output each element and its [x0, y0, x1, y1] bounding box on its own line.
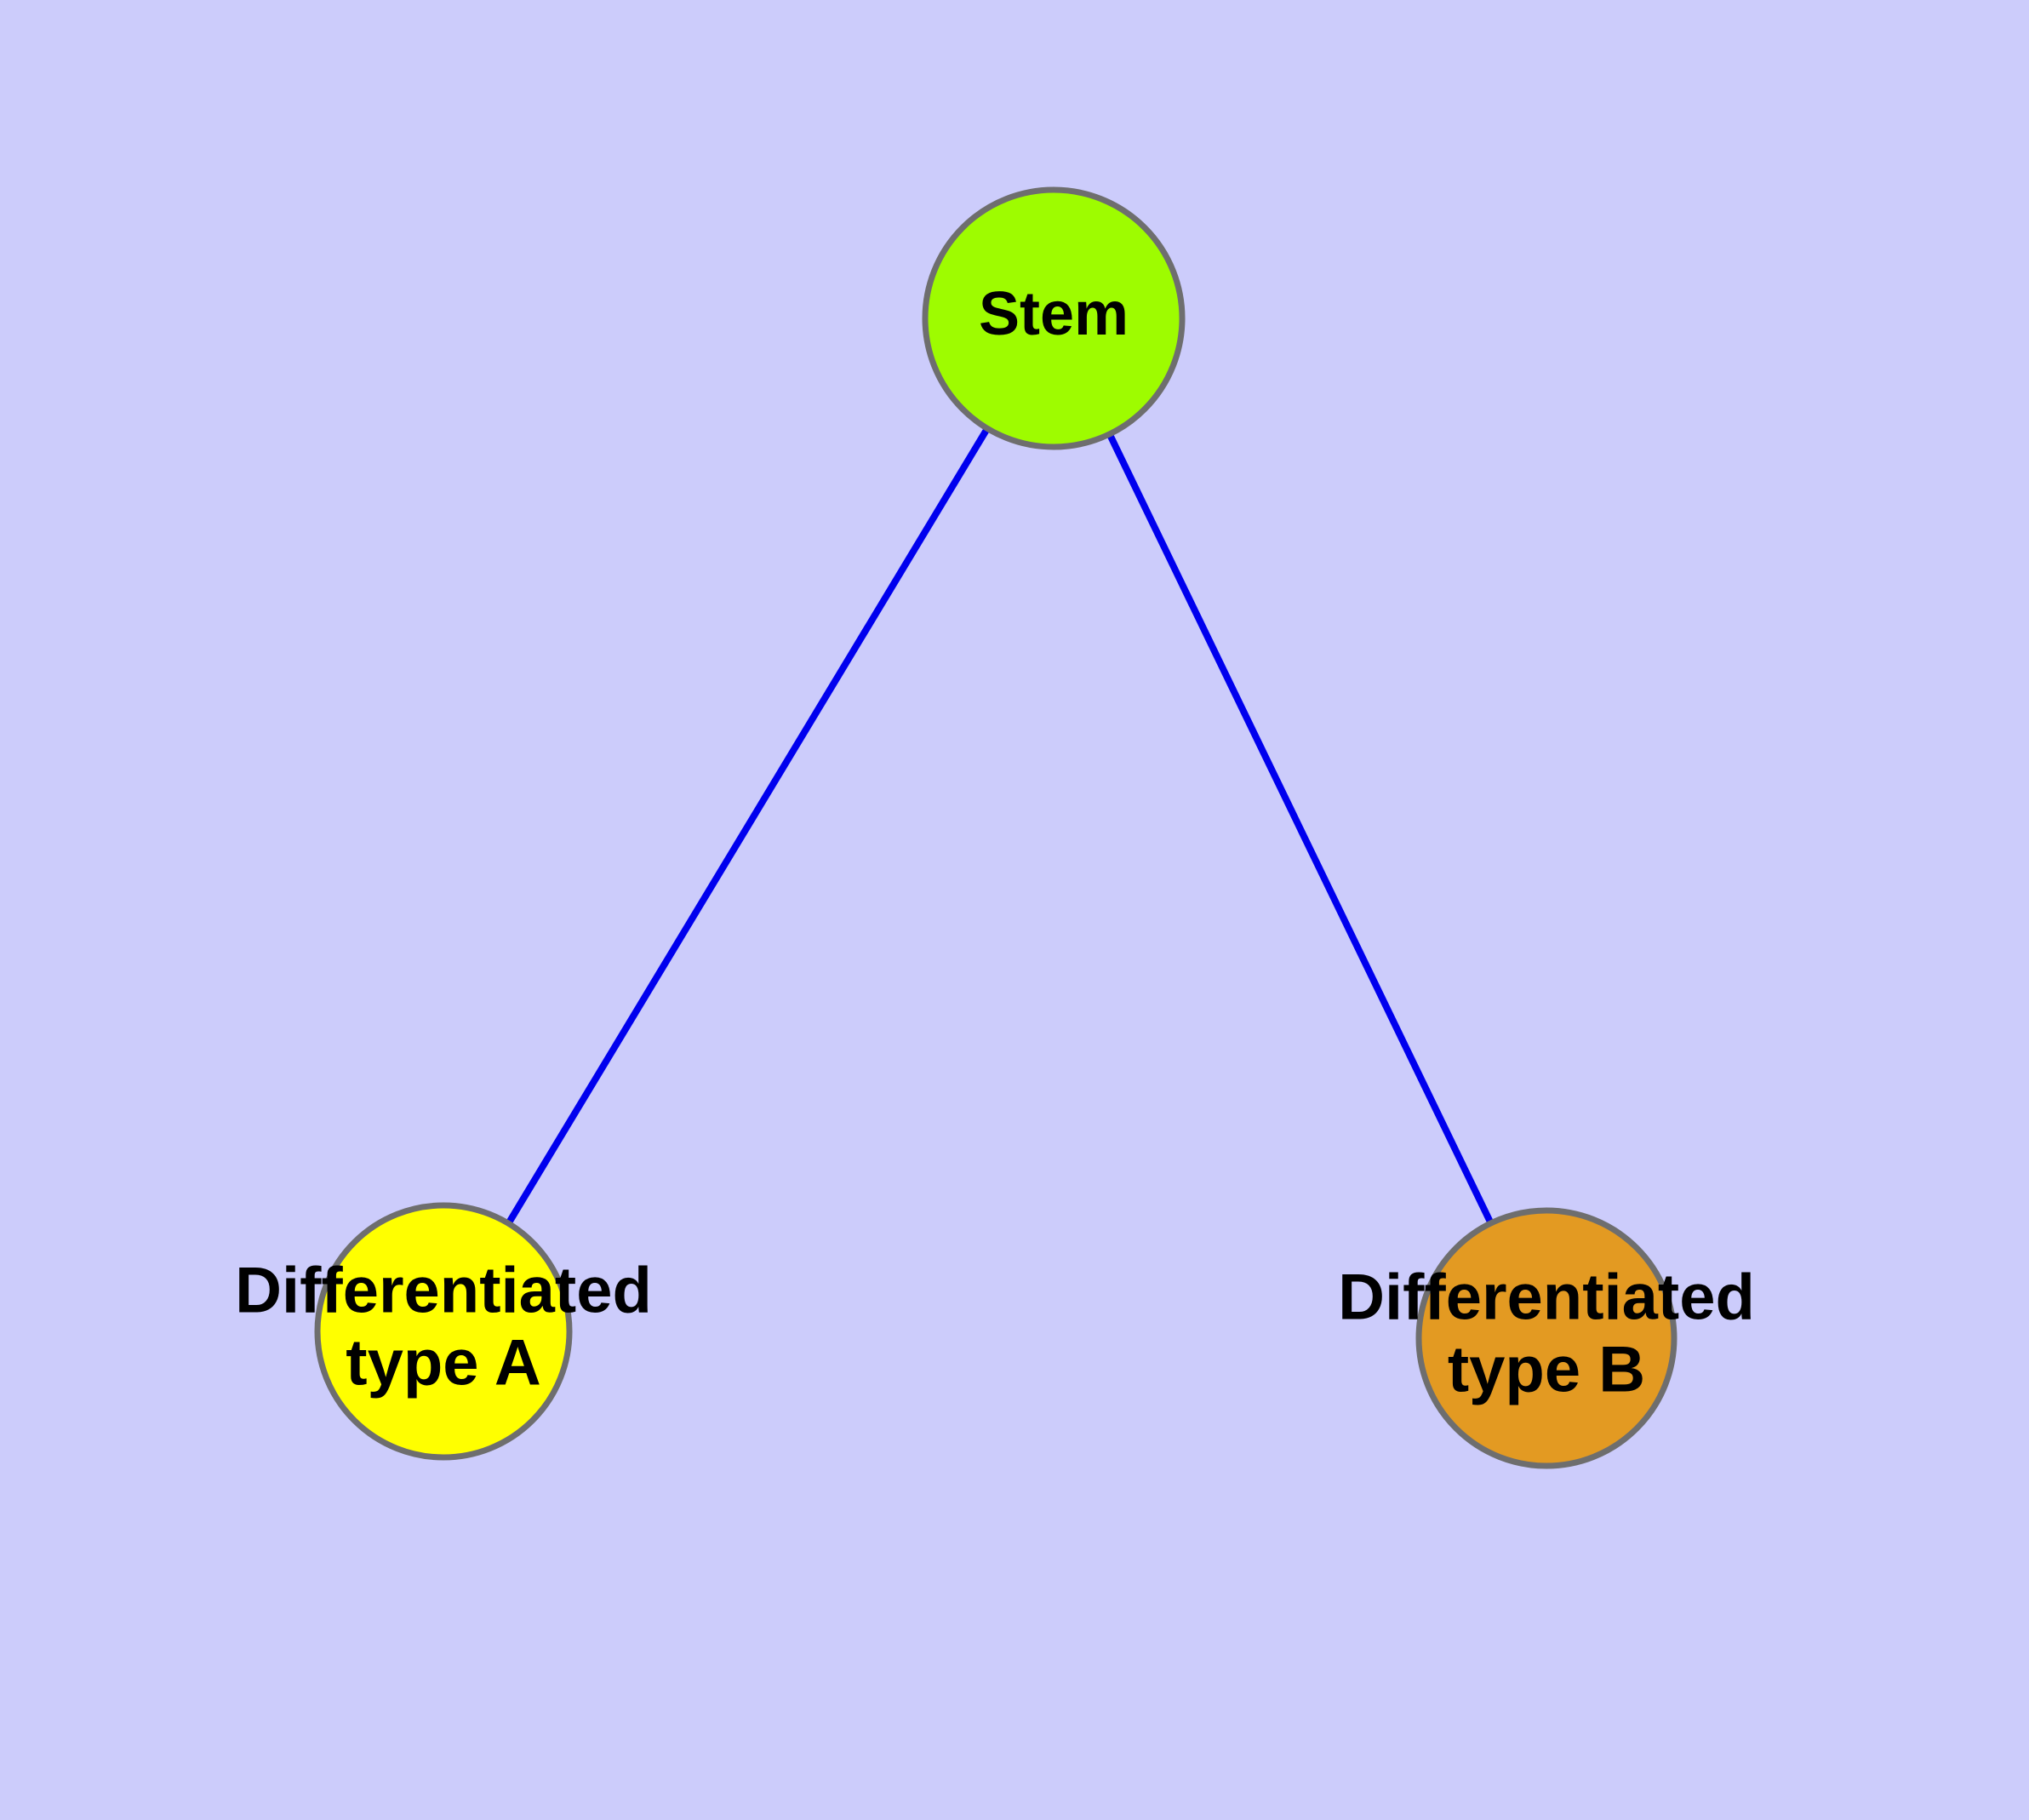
node-label-line: type A: [346, 1327, 540, 1399]
edges-layer: [506, 427, 1494, 1224]
node-stem-label: Stem: [979, 280, 1129, 348]
edge-stem-to-differentiated-type-a[interactable]: [506, 427, 990, 1224]
node-label-line: Differentiated: [1338, 1262, 1755, 1334]
node-label-line: Stem: [979, 280, 1129, 348]
node-differentiated-type-b-circle[interactable]: [1415, 1207, 1677, 1469]
nodes-layer: [314, 186, 1677, 1469]
node-label-line: type B: [1448, 1334, 1645, 1406]
edge-stem-to-differentiated-type-b[interactable]: [1106, 434, 1494, 1223]
node-stem-circle[interactable]: [922, 186, 1186, 450]
node-label-line: Differentiated: [235, 1255, 652, 1327]
node-differentiated-type-a-circle[interactable]: [314, 1202, 573, 1461]
